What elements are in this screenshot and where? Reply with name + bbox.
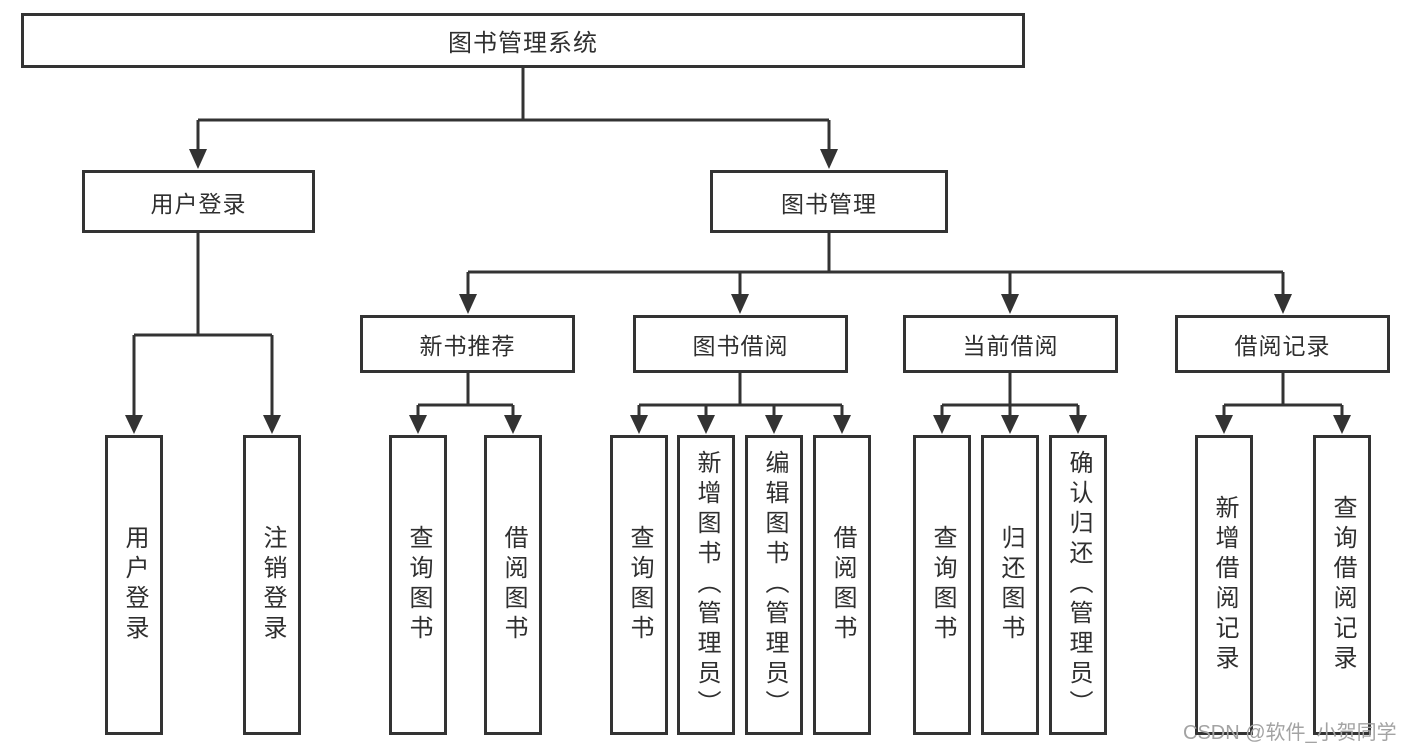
node-label: 新增借阅记录: [1211, 495, 1238, 675]
node-label: 用户登录: [150, 190, 247, 217]
node-add-book-admin: 新增图书（管理员）: [677, 435, 735, 735]
node-borrow-records: 借阅记录: [1175, 315, 1390, 373]
node-query-books-1: 查询图书: [389, 435, 447, 735]
node-new-book-recommend: 新书推荐: [360, 315, 575, 373]
node-label: 新书推荐: [419, 333, 516, 359]
node-label: 查询图书: [626, 525, 653, 645]
node-logout: 注销登录: [243, 435, 301, 735]
node-label: 查询借阅记录: [1329, 495, 1356, 675]
node-add-borrow-record: 新增借阅记录: [1195, 435, 1253, 735]
node-label: 借阅记录: [1234, 333, 1331, 359]
node-return-book: 归还图书: [981, 435, 1039, 735]
node-label: 图书借阅: [692, 333, 789, 359]
node-edit-book-admin: 编辑图书（管理员）: [745, 435, 803, 735]
node-label: 用户登录: [121, 525, 148, 645]
node-book-borrow: 图书借阅: [633, 315, 848, 373]
node-label: 注销登录: [259, 525, 286, 645]
node-label: 当前借阅: [962, 333, 1059, 359]
node-label: 借阅图书: [829, 525, 856, 645]
node-confirm-return-admin: 确认归还（管理员）: [1049, 435, 1107, 735]
node-query-books-2: 查询图书: [610, 435, 668, 735]
node-user-login-leaf: 用户登录: [105, 435, 163, 735]
node-label: 新增图书（管理员）: [693, 450, 720, 720]
node-label: 图书管理系统: [448, 30, 598, 57]
node-label: 查询图书: [929, 525, 956, 645]
node-query-borrow-record: 查询借阅记录: [1313, 435, 1371, 735]
node-label: 编辑图书（管理员）: [761, 450, 788, 720]
node-user-login: 用户登录: [82, 170, 315, 233]
node-label: 查询图书: [405, 525, 432, 645]
node-borrow-books-1: 借阅图书: [484, 435, 542, 735]
node-current-borrow: 当前借阅: [903, 315, 1118, 373]
node-label: 确认归还（管理员）: [1065, 450, 1092, 720]
node-label: 图书管理: [781, 190, 877, 217]
node-book-management: 图书管理: [710, 170, 948, 233]
node-label: 借阅图书: [500, 525, 527, 645]
node-borrow-books-2: 借阅图书: [813, 435, 871, 735]
csdn-watermark: CSDN @软件_小贺同学: [1183, 722, 1397, 744]
node-label: 归还图书: [997, 525, 1024, 645]
node-library-system: 图书管理系统: [21, 13, 1025, 68]
node-query-books-3: 查询图书: [913, 435, 971, 735]
